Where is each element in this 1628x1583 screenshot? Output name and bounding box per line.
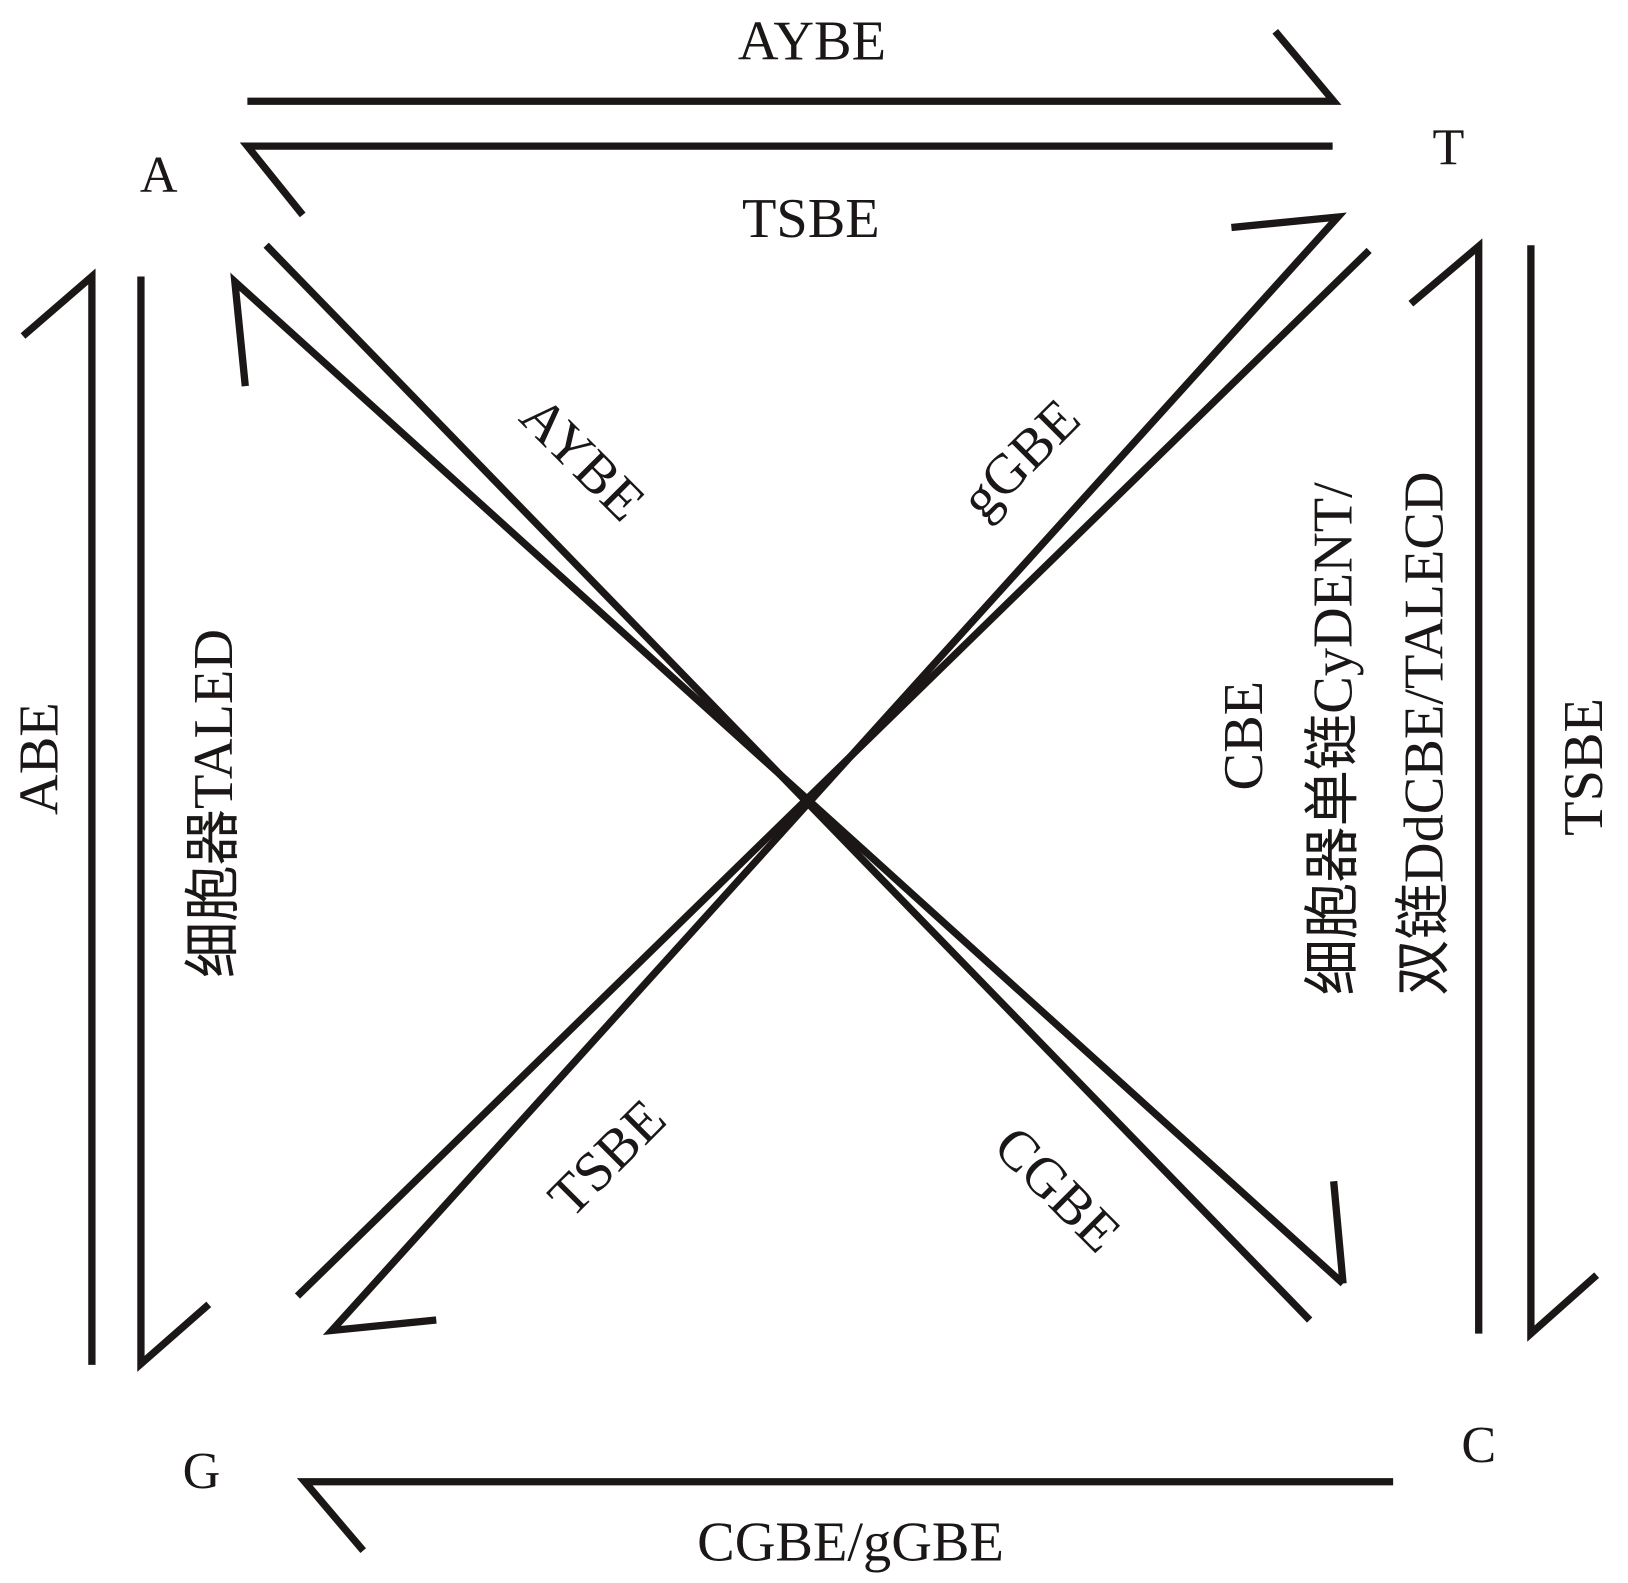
node-t: T: [1433, 120, 1465, 177]
arrow-t-to-a: [239, 142, 1333, 218]
label-t-to-c: TSBE: [1553, 698, 1615, 836]
label-g-to-a: ABE: [9, 702, 71, 815]
label-c-to-t-organelle-1: 细胞器单链CyDENT/: [1303, 482, 1365, 996]
arrow-c-to-g: [296, 1478, 1394, 1554]
arrow-c-to-t: [1408, 238, 1483, 1334]
label-c-to-t-cbe: CBE: [1213, 681, 1275, 791]
node-g: G: [183, 1443, 221, 1500]
arrow-diagonal-c-to-a: [230, 272, 1347, 1287]
arrow-a-to-t: [247, 28, 1342, 105]
arrow-t-to-c: [1527, 245, 1600, 1342]
arrow-a-to-g: [137, 276, 212, 1372]
label-t-to-a: TSBE: [742, 188, 880, 250]
label-c-to-g-diagonal: CGBE: [982, 1115, 1132, 1265]
arrow-g-to-a: [20, 268, 96, 1365]
label-t-to-g-diagonal: TSBE: [537, 1088, 678, 1229]
label-c-to-t-organelle-2: 双链DdCBE/TALECD: [1393, 471, 1455, 995]
node-a: A: [140, 147, 178, 204]
label-a-to-g: 细胞器TALED: [183, 629, 245, 978]
label-c-to-g: CGBE/gGBE: [697, 1511, 1004, 1573]
node-c: C: [1461, 1417, 1496, 1474]
label-a-to-t: AYBE: [738, 11, 886, 73]
arrow-diagonal-t-g: [322, 212, 1347, 1336]
label-a-to-c-diagonal: AYBE: [508, 385, 657, 534]
